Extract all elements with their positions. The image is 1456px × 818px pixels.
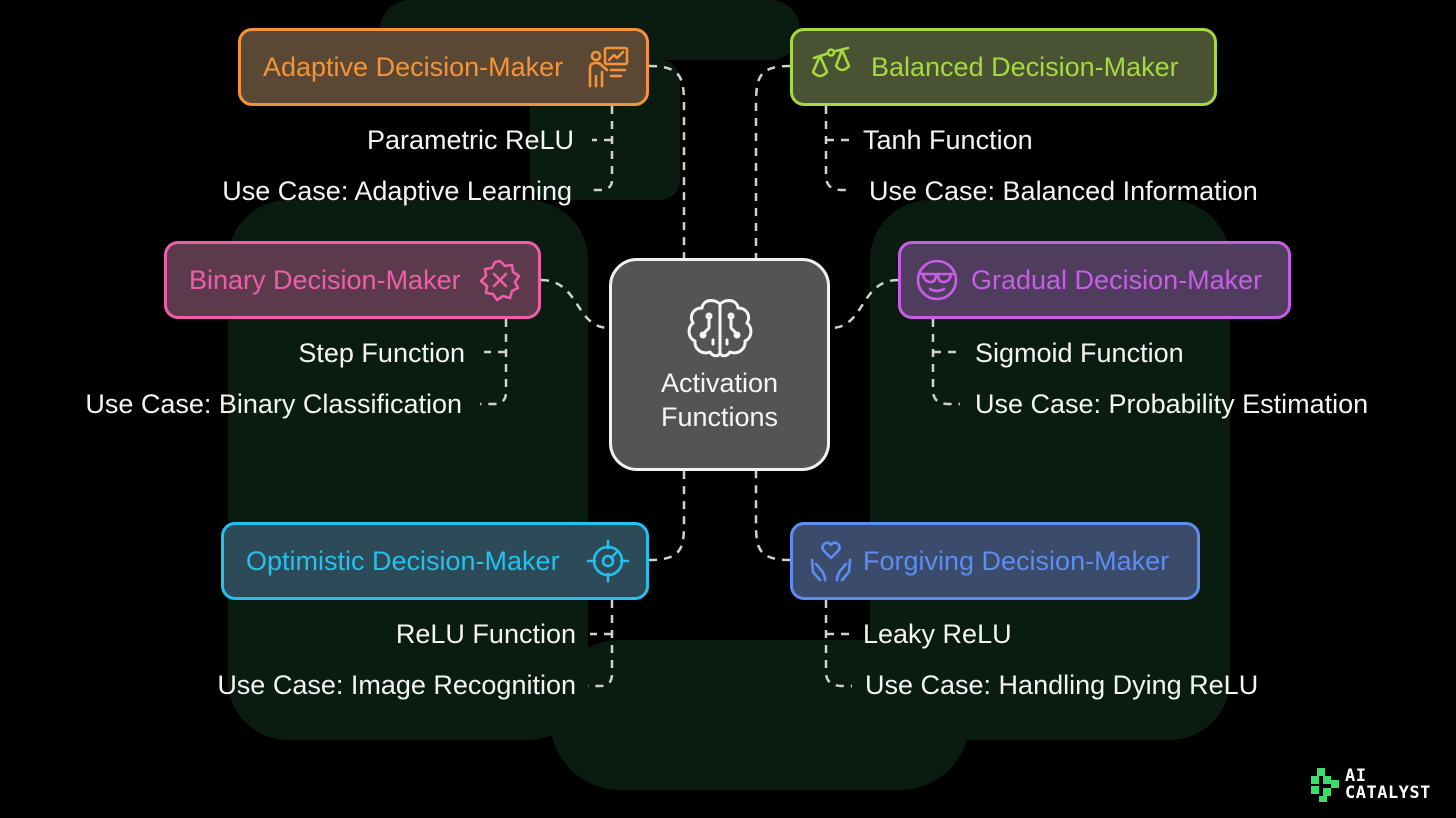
connector-lines — [480, 64, 960, 688]
adaptive-item-2: Use Case: Adaptive Learning — [222, 176, 572, 206]
gradual-item-2: Use Case: Probability Estimation — [975, 389, 1369, 419]
node-binary: Binary Decision-Maker — [164, 241, 541, 319]
x-badge-icon — [476, 256, 524, 304]
node-gradual-label: Gradual Decision-Maker — [971, 264, 1263, 295]
node-binary-label: Binary Decision-Maker — [189, 264, 461, 295]
presenter-chart-icon — [584, 43, 632, 91]
forgiving-item-1: Leaky ReLU — [863, 619, 1012, 649]
center-title-line2: Functions — [660, 401, 779, 432]
balanced-item-2: Use Case: Balanced Information — [869, 176, 1258, 206]
node-forgiving: Forgiving Decision-Maker — [790, 522, 1200, 600]
center-title-line1: Activation — [660, 367, 779, 398]
center-node: Activation Functions — [609, 258, 830, 471]
balanced-item-1: Tanh Function — [863, 125, 1033, 155]
binary-item-1: Step Function — [298, 338, 465, 368]
node-adaptive: Adaptive Decision-Maker — [238, 28, 649, 106]
target-icon — [584, 537, 632, 585]
connector-forgiving — [754, 471, 791, 562]
connector-adaptive — [648, 64, 686, 258]
node-balanced-label: Balanced Decision-Maker — [871, 51, 1179, 82]
connector-optimistic-items — [588, 600, 614, 688]
heart-hands-icon — [807, 537, 855, 585]
brain-circuit-icon — [687, 298, 752, 357]
brand-logo: AI CATALYST — [1309, 766, 1431, 804]
forgiving-item-2: Use Case: Handling Dying ReLU — [865, 670, 1259, 700]
adaptive-item-1: Parametric ReLU — [366, 125, 574, 155]
node-balanced: Balanced Decision-Maker — [790, 28, 1217, 106]
connector-optimistic — [648, 471, 686, 562]
node-adaptive-label: Adaptive Decision-Maker — [263, 51, 564, 82]
watermark-logo — [228, 0, 1230, 790]
cool-face-icon — [913, 256, 961, 304]
connector-forgiving-items — [824, 600, 852, 688]
ai-catalyst-logo-icon — [1311, 768, 1339, 802]
connector-gradual-items — [931, 319, 960, 406]
optimistic-item-2: Use Case: Image Recognition — [217, 670, 576, 700]
node-gradual: Gradual Decision-Maker — [898, 241, 1291, 319]
connector-balanced — [754, 64, 791, 258]
connector-binary — [540, 278, 610, 330]
brand-line2: CATALYST — [1345, 783, 1431, 803]
node-optimistic-label: Optimistic Decision-Maker — [246, 545, 560, 576]
brand-line1: AI — [1345, 766, 1367, 786]
connector-adaptive-items — [588, 106, 614, 192]
gradual-item-1: Sigmoid Function — [975, 338, 1184, 368]
node-optimistic: Optimistic Decision-Maker — [221, 522, 649, 600]
binary-item-2: Use Case: Binary Classification — [85, 389, 462, 419]
node-forgiving-label: Forgiving Decision-Maker — [863, 545, 1170, 576]
scales-icon — [807, 43, 855, 91]
connector-binary-items — [480, 319, 508, 406]
connector-gradual — [830, 278, 899, 330]
connector-balanced-items — [824, 106, 852, 192]
optimistic-item-1: ReLU Function — [395, 619, 576, 649]
